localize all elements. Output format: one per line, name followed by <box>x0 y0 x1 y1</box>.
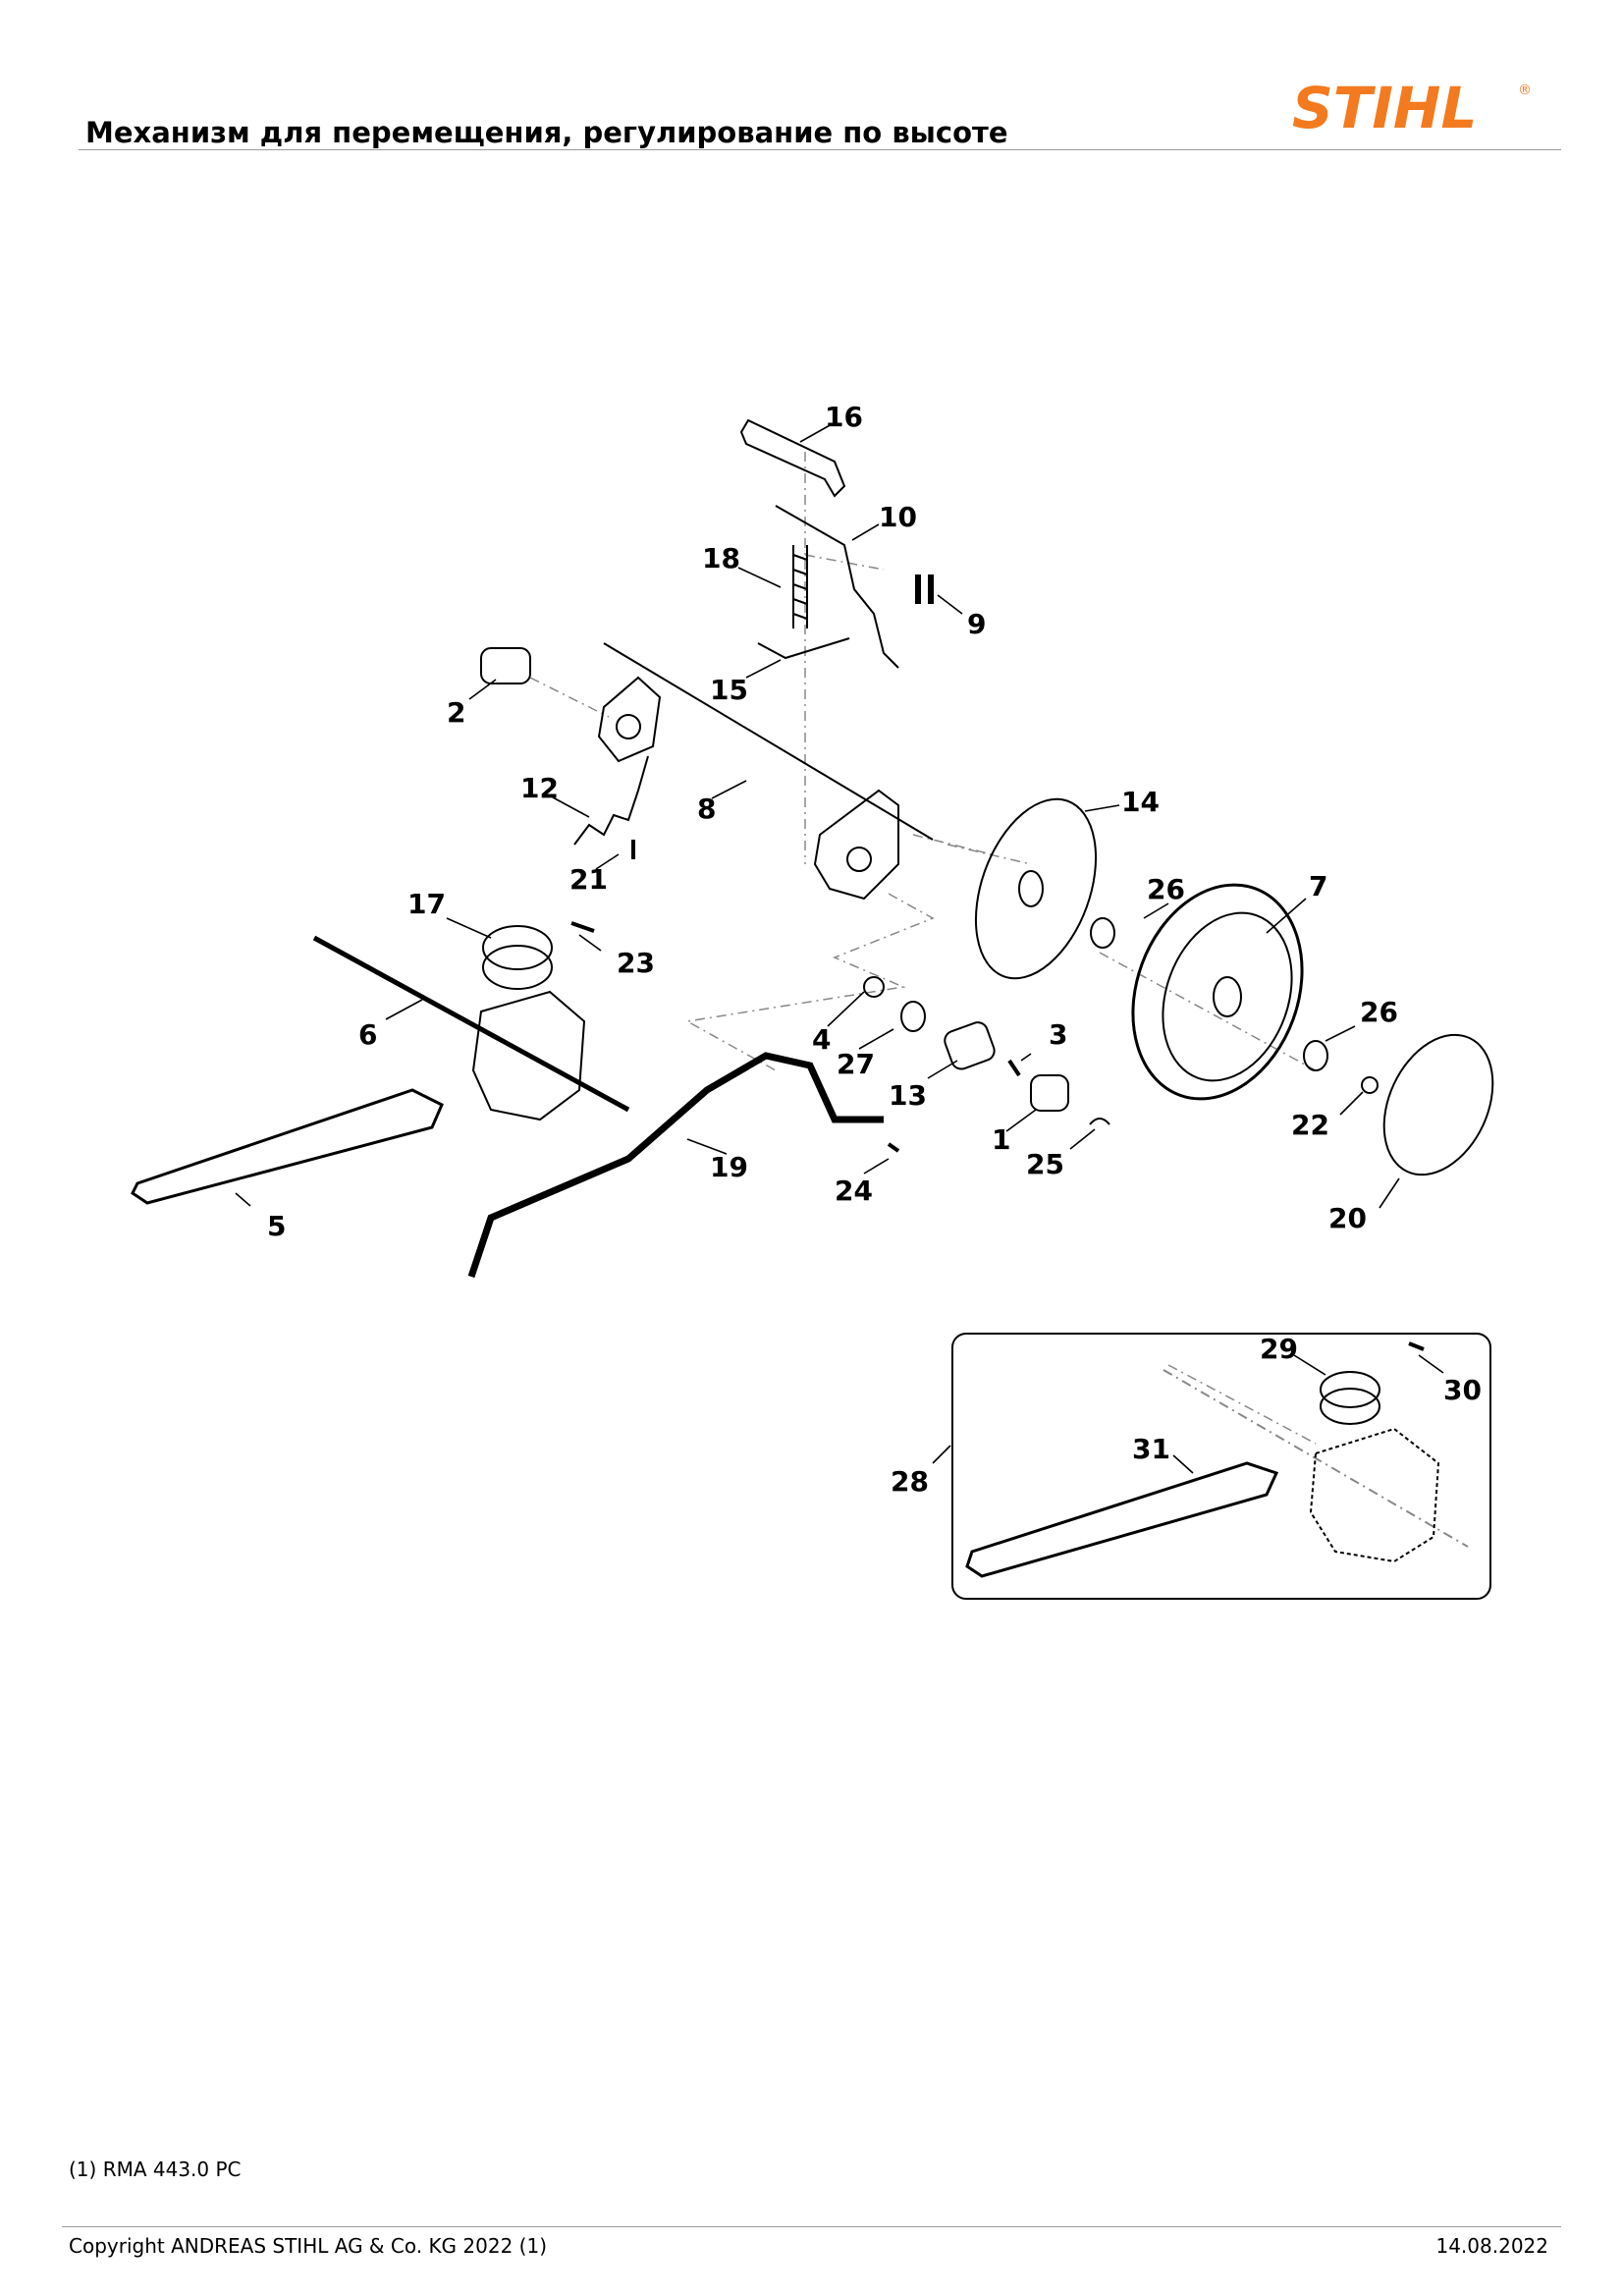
part-16-lever <box>739 418 846 498</box>
inset-box <box>951 1333 1491 1600</box>
part-7-wheel-outer <box>1131 883 1304 1101</box>
part-5-belt <box>131 1088 444 1205</box>
part-13-ratchet <box>944 1021 996 1070</box>
part-29-pulley <box>1320 1371 1380 1408</box>
part-8-axle <box>603 642 934 841</box>
part-23-key <box>570 921 595 933</box>
callout-18: 18 <box>702 542 740 574</box>
part-4-washer <box>863 976 885 998</box>
callout-26: 26 <box>1360 996 1398 1028</box>
part-25-clip <box>1089 1118 1110 1125</box>
callout-22: 22 <box>1291 1109 1329 1141</box>
callout-27: 27 <box>837 1048 875 1080</box>
part-15-wire <box>757 637 850 660</box>
part-3-key <box>1007 1059 1021 1077</box>
part-9-spring <box>915 574 934 604</box>
part-8-right-bracket <box>813 789 899 901</box>
document-date: 14.08.2022 <box>1435 2234 1548 2258</box>
part-17-pulley <box>482 925 553 970</box>
inset-shaft <box>1163 1369 1469 1548</box>
page-title: Механизм для перемещения, регулирование … <box>85 116 1008 149</box>
part-24-pin <box>887 1142 900 1153</box>
part-20-cap <box>1382 1033 1494 1176</box>
callout-1: 1 <box>992 1123 1010 1156</box>
part-2-bushing <box>480 647 531 684</box>
logo-registered-mark: ® <box>1518 82 1532 98</box>
assembly-guide-lines <box>529 452 1317 1445</box>
stihl-logo: STIHL ® <box>1292 75 1532 139</box>
callout-3: 3 <box>1049 1018 1067 1051</box>
callout-12: 12 <box>520 772 559 804</box>
part-27-bearing <box>900 1001 926 1032</box>
callout-7: 7 <box>1309 870 1327 902</box>
part-14-wheel-cover-center <box>1018 870 1044 907</box>
callout-28: 28 <box>891 1465 929 1498</box>
callout-29: 29 <box>1260 1333 1298 1365</box>
part-26-bearing <box>1303 1040 1328 1071</box>
part-30-key <box>1408 1341 1425 1351</box>
part-8-right-bracket-hole <box>846 847 872 872</box>
callout-4: 4 <box>812 1023 831 1056</box>
part-8-left-bracket <box>597 676 662 763</box>
inset-gearbox <box>1309 1427 1440 1563</box>
callout-leader-lines <box>235 423 1444 1474</box>
part-22-nut <box>1361 1076 1379 1094</box>
part-19-height-lever <box>467 1052 884 1279</box>
callout-15: 15 <box>710 674 748 706</box>
part-7-wheel-hub <box>1213 976 1242 1017</box>
callout-10: 10 <box>879 501 917 533</box>
part-6-gearbox <box>471 990 586 1121</box>
header-divider <box>79 149 1561 150</box>
callout-14: 14 <box>1121 786 1160 818</box>
callout-16: 16 <box>825 401 863 433</box>
callout-17: 17 <box>407 888 446 920</box>
callout-24: 24 <box>835 1175 873 1207</box>
part-1-pinion <box>1030 1074 1069 1112</box>
part-8-left-bracket-hole <box>616 714 641 739</box>
model-note: (1) RMA 443.0 PC <box>69 2158 242 2181</box>
callout-13: 13 <box>889 1079 927 1112</box>
logo-wordmark: STIHL <box>1292 75 1477 139</box>
callout-2: 2 <box>447 696 465 729</box>
part-17-pulley-lower <box>482 945 553 990</box>
copyright-text: Copyright ANDREAS STIHL AG & Co. KG 2022… <box>69 2234 548 2258</box>
callout-9: 9 <box>967 608 986 640</box>
part-14-wheel-cover <box>974 797 1098 980</box>
part-10-wire <box>775 505 899 669</box>
callout-19: 19 <box>710 1151 748 1183</box>
part-26-bearing <box>1090 917 1115 949</box>
callout-5: 5 <box>267 1210 286 1242</box>
part-6-shaft <box>312 935 630 1113</box>
part-18-spring <box>792 545 808 629</box>
callout-30: 30 <box>1443 1374 1482 1406</box>
part-29-pulley-lower <box>1320 1388 1380 1425</box>
callout-31: 31 <box>1132 1433 1170 1465</box>
part-7-wheel-inner <box>1162 911 1293 1082</box>
callout-8: 8 <box>697 793 716 825</box>
part-31-belt <box>965 1461 1279 1578</box>
callout-20: 20 <box>1328 1202 1367 1234</box>
part-12-spring-clip <box>573 755 649 846</box>
callout-23: 23 <box>617 947 655 979</box>
callout-21: 21 <box>569 863 608 896</box>
callout-26: 26 <box>1147 873 1185 905</box>
callout-6: 6 <box>358 1018 377 1051</box>
footer-divider <box>62 2226 1561 2227</box>
callout-25: 25 <box>1026 1148 1064 1180</box>
